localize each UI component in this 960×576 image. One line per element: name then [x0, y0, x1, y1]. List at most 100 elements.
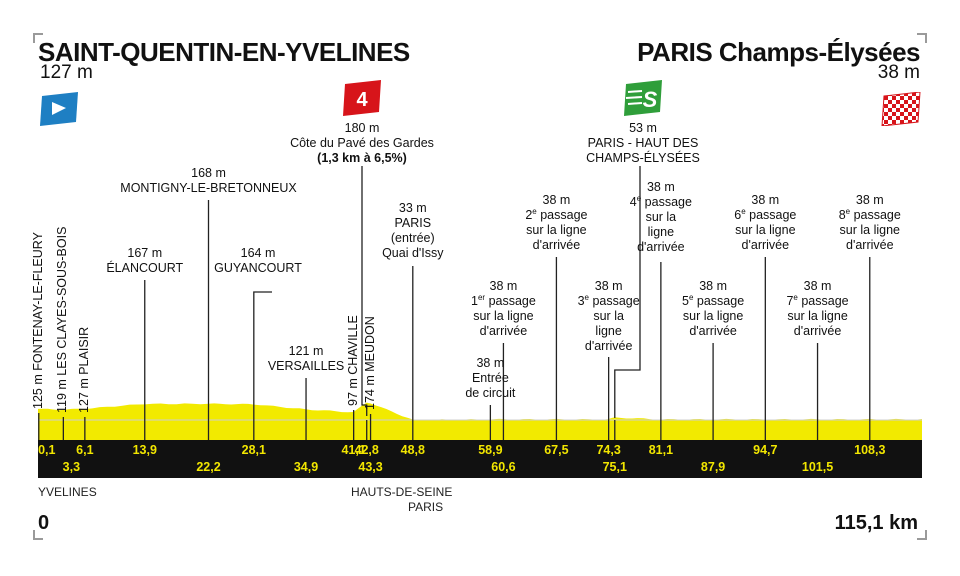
waypoint-label-line: 38 m — [646, 180, 675, 194]
km-label-top: 13,9 — [132, 443, 157, 457]
waypoint-label-line: 1er passage — [471, 293, 536, 309]
km-band — [38, 440, 922, 478]
waypoint-label-line: 38 m — [803, 279, 832, 293]
km-label-top: 48,8 — [400, 443, 425, 457]
waypoint-label-line: 33 m — [398, 201, 427, 215]
intermediate-sprint-icon: S — [624, 80, 662, 116]
start-town: SAINT-QUENTIN-EN-YVELINES — [38, 37, 410, 67]
waypoint-label: 174 m MEUDON — [362, 316, 377, 410]
waypoint-label-line: 7e passage — [786, 293, 849, 309]
sprint-badge-text: S — [643, 87, 658, 112]
waypoint-label-line: Entrée — [471, 371, 509, 385]
waypoint-label-line: PARIS — [394, 216, 432, 230]
km-label-top: 74,3 — [596, 443, 621, 457]
frame-corner-br — [917, 530, 927, 540]
waypoint-label-line: 38 m — [855, 193, 884, 207]
start-distance: 0 — [38, 512, 50, 534]
climb-name: Côte du Pavé des Gardes — [290, 136, 434, 150]
frame-corner-bl — [33, 530, 43, 540]
climb-altitude: 180 m — [344, 121, 380, 135]
waypoint-label-line: 121 m — [288, 344, 324, 358]
sprint-label: 53 m PARIS - HAUT DES CHAMPS-ÉLYSÉES — [586, 121, 700, 166]
km-label-bottom: 60,6 — [491, 460, 516, 474]
km-label-top: 58,9 — [478, 443, 503, 457]
region-hauts-de-seine: HAUTS-DE-SEINE — [351, 485, 453, 499]
waypoint-label-line: (entrée) — [390, 231, 435, 245]
waypoint-label-line: 8e passage — [838, 207, 901, 223]
waypoint-label-line: 2e passage — [525, 207, 588, 223]
waypoint-label-line: d'arrivée — [741, 238, 790, 252]
climb-category-text: 4 — [356, 89, 368, 111]
waypoint-label-line: ligne — [595, 324, 622, 338]
sprint-leader-line — [614, 166, 641, 418]
waypoint-label-line: MONTIGNY-LE-BRETONNEUX — [120, 181, 297, 195]
km-label-bottom: 34,9 — [293, 460, 319, 474]
sprint-name-line1: PARIS - HAUT DES — [587, 136, 699, 150]
waypoint-label-line: 38 m — [489, 279, 518, 293]
waypoint-label-line: 38 m — [594, 279, 623, 293]
waypoint-label-line: 38 m — [476, 356, 505, 370]
waypoint-label-line: 6e passage — [734, 207, 797, 223]
waypoint-label-line: 4e passage — [629, 194, 692, 210]
waypoint-label: 97 m CHAVILLE — [345, 315, 360, 406]
waypoint-label-line: GUYANCOURT — [214, 261, 302, 275]
checkered-finish-flag-icon — [881, 92, 921, 126]
waypoint-label-line: sur la — [593, 309, 624, 323]
waypoint-label-line: Quai d'Issy — [382, 246, 444, 260]
km-label-top: 28,1 — [241, 443, 266, 457]
sprint-altitude: 53 m — [629, 121, 657, 135]
waypoint-label-line: d'arrivée — [793, 324, 842, 338]
waypoint-label-line: sur la — [645, 210, 677, 224]
category-4-climb-icon: 4 — [343, 80, 381, 116]
frame-corner-tr — [917, 33, 927, 43]
region-paris: PARIS — [408, 500, 444, 514]
waypoint-label-line: d'arrivée — [479, 324, 528, 338]
km-label-top: 0,1 — [38, 443, 56, 457]
waypoint-label: 119 m LES CLAYES-SOUS-BOIS — [55, 226, 70, 413]
waypoint-label-line: sur la ligne — [473, 309, 534, 323]
waypoint-label-line: d'arrivée — [689, 324, 737, 338]
waypoint-label-line: 38 m — [751, 193, 780, 207]
km-label-bottom: 43,3 — [358, 460, 383, 474]
km-label-bottom: 101,5 — [801, 460, 834, 474]
climb-label: 180 m Côte du Pavé des Gardes (1,3 km à … — [290, 121, 434, 166]
waypoint-label-line: sur la ligne — [735, 223, 796, 237]
km-label-top: 6,1 — [76, 443, 94, 457]
waypoint-label-line: 167 m — [127, 246, 163, 260]
frame-corner-tl — [33, 33, 43, 43]
profile-area — [38, 402, 922, 440]
waypoint-label-line: ÉLANCOURT — [106, 261, 184, 275]
finish-altitude: 38 m — [877, 62, 920, 83]
waypoint-label-line: 164 m — [240, 246, 276, 260]
waypoint-label-line: sur la ligne — [787, 309, 848, 323]
waypoint-label-line: de circuit — [465, 386, 516, 400]
waypoint-label-line: 38 m — [699, 279, 727, 293]
waypoint-label-line: 168 m — [191, 166, 226, 180]
climb-detail: (1,3 km à 6,5%) — [317, 151, 407, 165]
leader-line — [253, 291, 272, 420]
region-yvelines: YVELINES — [38, 485, 97, 499]
waypoint-label-line: 38 m — [542, 193, 571, 207]
waypoint-label-line: d'arrivée — [637, 240, 685, 254]
km-label-bottom: 22,2 — [196, 460, 221, 474]
waypoint-label-line: 3e passage — [577, 293, 640, 309]
total-distance: 115,1 km — [834, 512, 918, 534]
start-flag-icon — [40, 92, 78, 126]
